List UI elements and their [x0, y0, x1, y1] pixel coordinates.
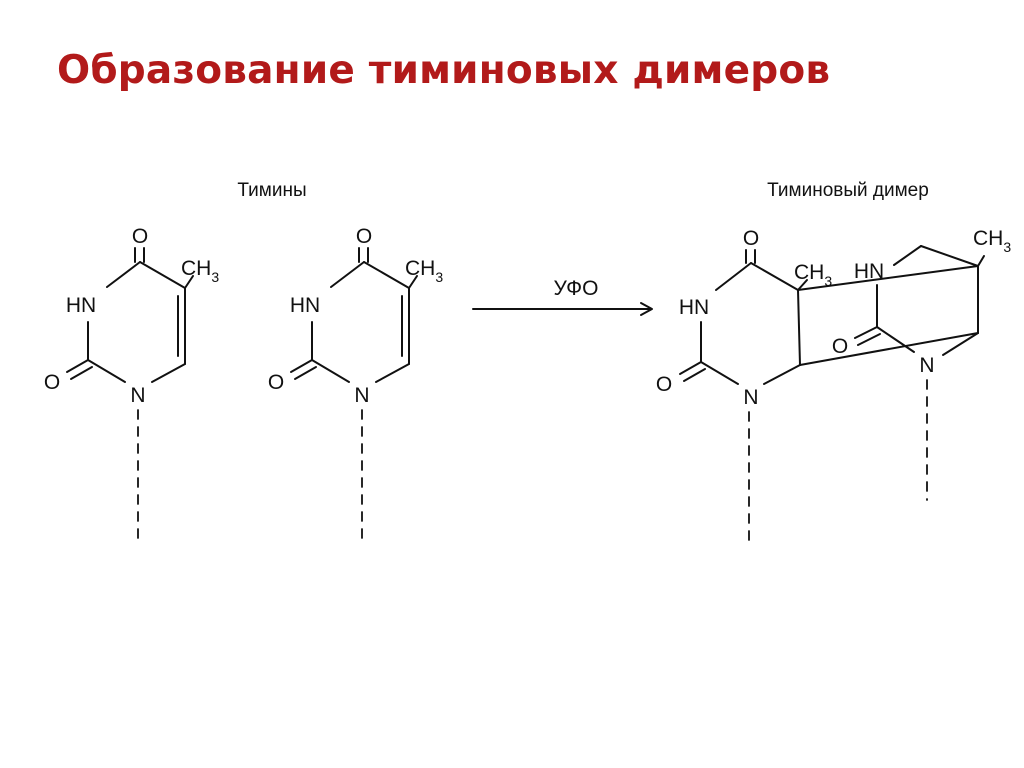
carbonyl-bond — [854, 326, 878, 339]
thymine-molecule-2: O HN O N CH3 — [268, 225, 443, 541]
atom-o: O — [356, 225, 372, 248]
bond — [363, 261, 410, 289]
bond — [311, 359, 350, 383]
bond — [876, 326, 915, 353]
atom-o: O — [832, 335, 848, 358]
atom-o: O — [132, 225, 148, 248]
atom-hn: HN — [290, 294, 320, 317]
atom-hn: HN — [66, 294, 96, 317]
carbonyl-bond — [66, 359, 89, 373]
atom-n: N — [354, 384, 369, 407]
atom-hn: HN — [679, 296, 709, 319]
bond — [750, 262, 799, 291]
methyl-bond — [408, 275, 418, 289]
bond — [151, 363, 186, 383]
atom-o: O — [743, 227, 759, 250]
methyl-subscript: 3 — [824, 273, 832, 289]
uv-label: УФО — [554, 277, 599, 300]
atom-n: N — [919, 354, 934, 377]
bond — [797, 289, 801, 366]
bond — [330, 261, 365, 288]
methyl-bond — [797, 279, 808, 291]
carbonyl-bond — [679, 361, 702, 375]
atom-hn: HN — [854, 260, 884, 283]
cyclobutane-bond — [797, 265, 979, 291]
bond — [715, 262, 752, 291]
bond — [942, 332, 979, 356]
methyl-group: CH3 — [181, 257, 219, 285]
methyl-group: CH3 — [973, 227, 1011, 255]
thymines-caption: Тимины — [237, 180, 306, 201]
bond — [375, 363, 410, 383]
methyl-subscript: 3 — [435, 269, 443, 285]
methyl-subscript: 3 — [1003, 239, 1011, 255]
carbonyl-bond — [294, 366, 317, 380]
carbonyl-bond — [290, 359, 313, 373]
methyl-label: CH — [794, 261, 824, 284]
carbonyl-bond — [70, 366, 93, 380]
methyl-label: CH — [405, 257, 435, 280]
bond — [87, 359, 126, 383]
atom-o: O — [268, 371, 284, 394]
atom-n: N — [743, 386, 758, 409]
bond — [920, 245, 979, 267]
atom-o: O — [44, 371, 60, 394]
bond — [106, 261, 141, 288]
thymine-molecule-1: O HN O N CH3 — [44, 225, 219, 541]
cyclobutane-bond — [799, 332, 979, 366]
atom-o: O — [656, 373, 672, 396]
dimer-caption: Тиминовый димер — [767, 180, 929, 201]
methyl-group: CH3 — [794, 261, 832, 289]
arrow-head — [640, 302, 653, 316]
reaction-arrow: УФО — [472, 277, 653, 316]
methyl-bond — [977, 255, 985, 267]
methyl-label: CH — [973, 227, 1003, 250]
bond — [139, 261, 186, 289]
carbonyl-bond — [683, 368, 706, 382]
carbonyl-bond — [857, 333, 881, 346]
methyl-group: CH3 — [405, 257, 443, 285]
methyl-label: CH — [181, 257, 211, 280]
bond — [763, 364, 801, 385]
bond — [893, 245, 922, 266]
bond — [700, 361, 739, 385]
methyl-subscript: 3 — [211, 269, 219, 285]
methyl-bond — [184, 275, 194, 289]
atom-n: N — [130, 384, 145, 407]
slide-title: Образование тиминовых димеров — [57, 48, 831, 93]
thymine-dimer-molecule: O HN O N CH3 HN CH3 O N — [656, 227, 1011, 541]
